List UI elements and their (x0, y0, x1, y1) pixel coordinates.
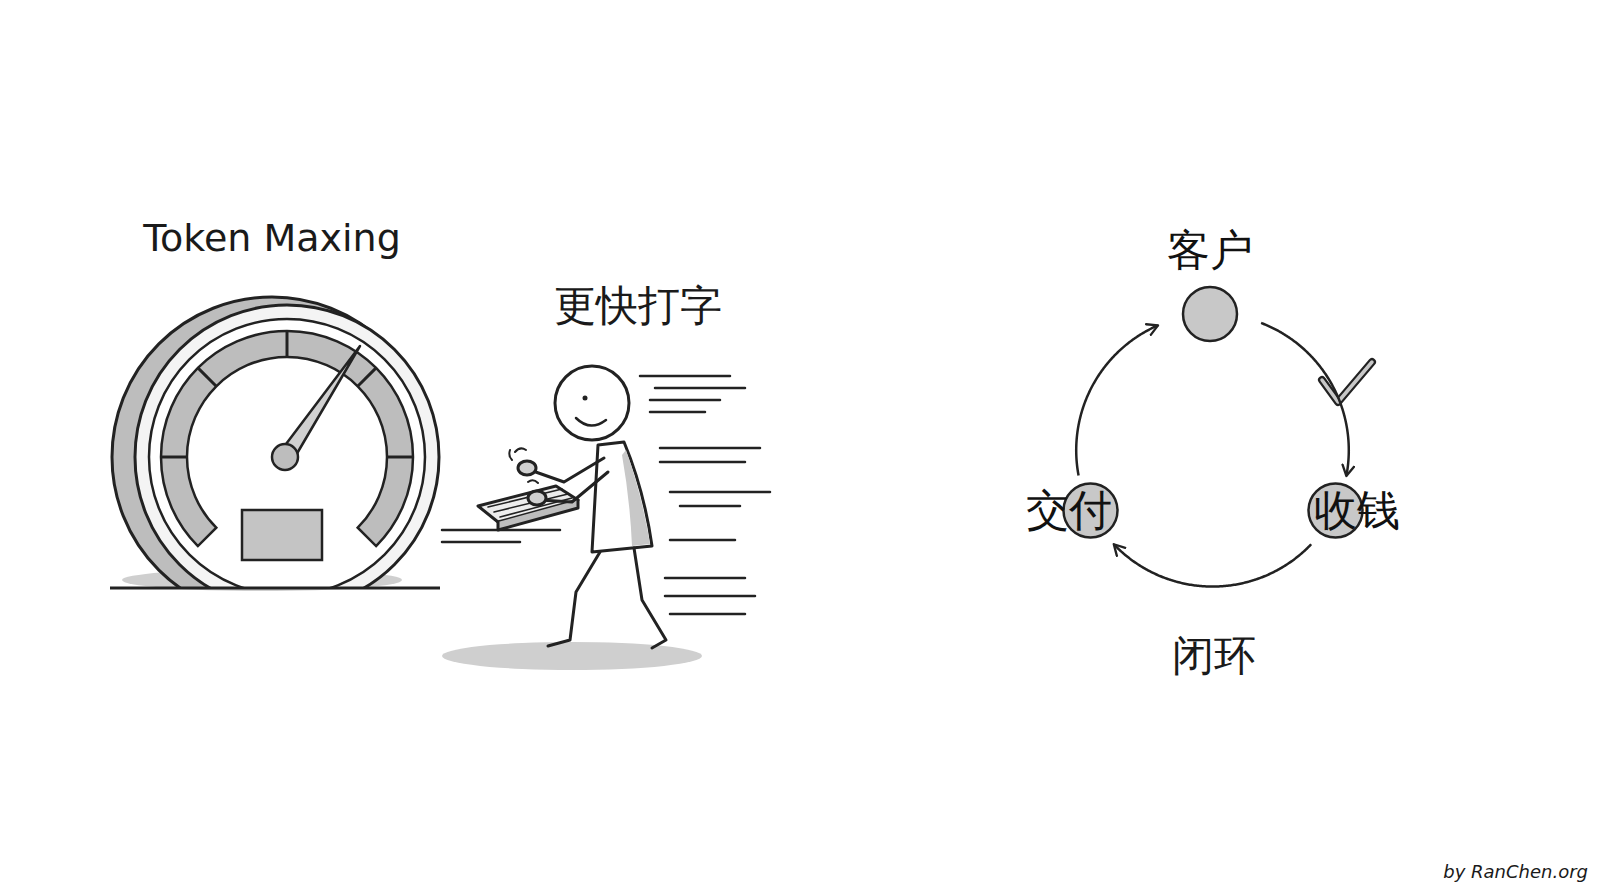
dial-face (149, 319, 425, 588)
speed-line (442, 541, 520, 544)
speed-line (640, 375, 730, 378)
figure-leg (548, 552, 600, 646)
figure-arm (530, 458, 604, 482)
cycle-arrow (1114, 544, 1311, 586)
cycle-arrow (1261, 323, 1349, 476)
speed-line (660, 461, 745, 464)
caption-label: 闭环 (1172, 635, 1256, 677)
dial-rim (135, 305, 439, 588)
typing-marks (509, 448, 538, 483)
figure-shadow (442, 642, 702, 670)
speed-line (650, 399, 720, 402)
dial-base (110, 587, 440, 590)
speed-line (665, 595, 755, 598)
figure-hand (518, 461, 536, 475)
node-text: 交付 (1026, 489, 1112, 532)
caption-label: Token Maxing (143, 219, 401, 257)
watermark: by RanChen.org (1443, 863, 1588, 881)
dial-hub (272, 444, 298, 470)
process-circle: 交付 (1016, 481, 1122, 540)
speed-line (670, 613, 745, 616)
dial-tick (358, 368, 376, 386)
dial-tick (387, 456, 413, 459)
figure-arm (540, 472, 608, 502)
speed-line (680, 505, 740, 508)
process-circle: 收钱 (1304, 481, 1410, 540)
speed-line (665, 577, 745, 580)
dial-tick (286, 331, 289, 357)
figure-torso-shade (622, 450, 650, 546)
speed-line (660, 447, 760, 450)
keyboard-keys (488, 489, 572, 517)
speedometer (112, 297, 439, 588)
figure-leg (634, 548, 666, 648)
cycle-arrow (1076, 325, 1158, 475)
speed-line (670, 491, 770, 494)
process-circle: 客户 (1163, 229, 1257, 344)
speed-line (650, 411, 705, 414)
dial-display (242, 510, 322, 560)
node-text: 客户 (1167, 229, 1253, 272)
speed-line (670, 539, 735, 542)
caption-label: 更快打字 (554, 285, 722, 327)
dial-ticks (161, 331, 413, 457)
node-circle (1183, 287, 1237, 341)
dial-tick (161, 456, 187, 459)
figure-smile (576, 418, 606, 426)
dial-tick (198, 368, 216, 386)
figure-hand (528, 491, 546, 505)
node-text: 收钱 (1314, 489, 1400, 532)
figure-head (555, 366, 629, 440)
speed-line (655, 387, 745, 390)
stick-figure (478, 366, 666, 648)
figure-eye (583, 396, 588, 401)
